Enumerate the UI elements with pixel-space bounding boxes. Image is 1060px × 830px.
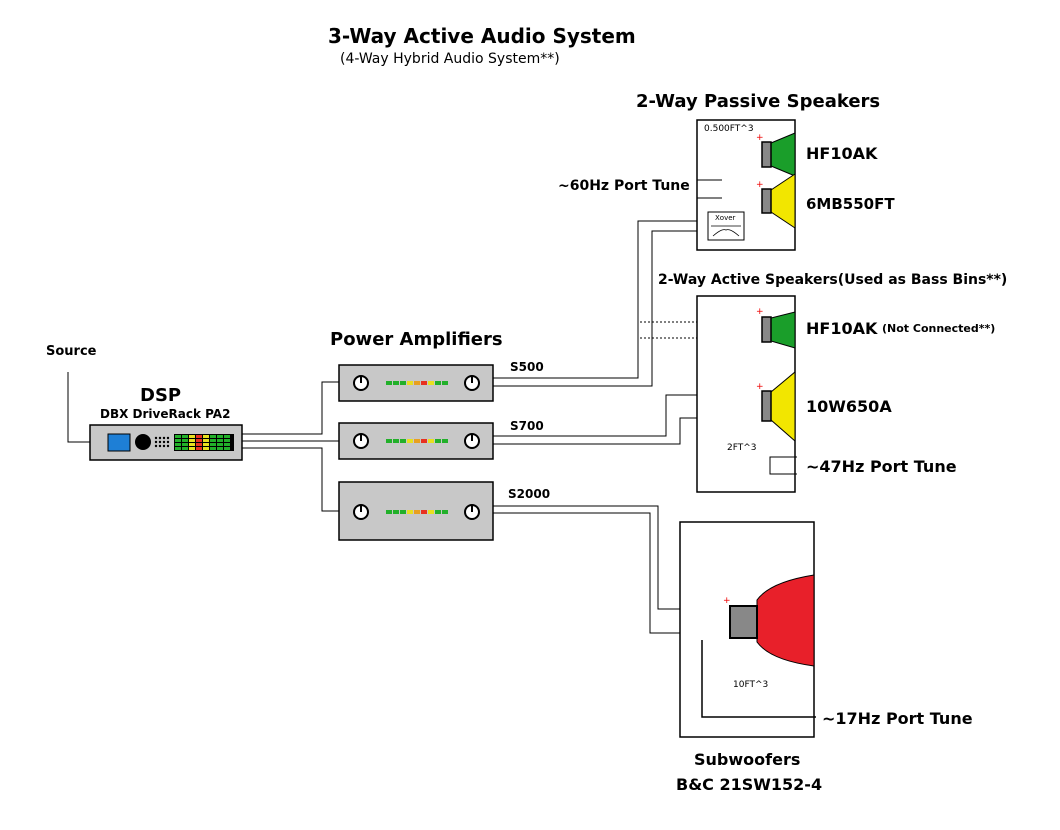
passive-lf-driver: [761, 188, 772, 214]
amp-s700: [338, 422, 494, 460]
passive-port: [696, 179, 722, 199]
amp-s2000: [338, 481, 494, 541]
active-volume-label: 2FT^3: [727, 443, 757, 453]
diagram-subtitle: (4-Way Hybrid Audio System**): [340, 51, 560, 67]
active-lf-label: 10W650A: [806, 397, 892, 416]
amp-s2000-label: S2000: [508, 487, 551, 501]
active-hf-note: (Not Connected**): [882, 322, 996, 335]
amp-s700-label: S700: [510, 419, 544, 433]
passive-hf-polarity: +: [756, 133, 764, 143]
passive-speakers-label: 2-Way Passive Speakers: [636, 91, 881, 112]
passive-speaker-cabinet: [696, 119, 796, 251]
s500-wire-b: [493, 230, 712, 387]
source-wire: [67, 372, 90, 443]
subwoofer-model-label: B&C 21SW152-4: [676, 775, 823, 794]
amp-s500-label: S500: [510, 360, 544, 374]
dsp-display: [107, 433, 131, 452]
active-port-tune-label: ~47Hz Port Tune: [806, 457, 957, 476]
s500-wire-a: [493, 220, 712, 379]
active-speaker-cabinet: [696, 295, 797, 493]
active-lf-driver: [761, 390, 772, 422]
amp-s500-meter: [386, 381, 448, 385]
subwoofers-label: Subwoofers: [694, 750, 801, 769]
sub-driver: [729, 605, 758, 639]
dsp-to-s500-wire: [242, 381, 339, 435]
dsp-to-s2000-wire: [242, 447, 339, 512]
amp-s500: [338, 364, 494, 402]
active-speakers-label: 2-Way Active Speakers(Used as Bass Bins*…: [658, 272, 1008, 288]
amp-s700-meter: [386, 439, 448, 443]
dsp-unit: [89, 424, 243, 461]
active-port: [769, 456, 797, 475]
source-label: Source: [46, 344, 97, 359]
xover-label: Xover: [715, 214, 736, 222]
active-hf-polarity: +: [756, 307, 764, 317]
passive-volume-label: 0.500FT^3: [704, 124, 754, 134]
dsp-meters: [174, 434, 234, 451]
passive-hf-label: HF10AK: [806, 144, 878, 163]
sub-cone: [756, 574, 815, 667]
active-hf-label: HF10AK: [806, 319, 878, 338]
sub-port-tune-label: ~17Hz Port Tune: [822, 709, 973, 728]
amp-s2000-meter: [386, 510, 448, 514]
passive-lf-label: 6MB550FT: [806, 195, 895, 213]
active-hf-driver: [761, 316, 772, 343]
passive-port-tune-label: ~60Hz Port Tune: [558, 178, 690, 194]
diagram-title: 3-Way Active Audio System: [328, 24, 636, 48]
active-lf-polarity: +: [756, 382, 764, 392]
subwoofer-cabinet: [679, 521, 816, 738]
sub-polarity: +: [723, 596, 731, 606]
dsp-knob: [135, 434, 151, 450]
sub-volume-label: 10FT^3: [733, 680, 769, 690]
sub-port: [701, 640, 816, 718]
passive-lf-polarity: +: [756, 180, 764, 190]
dsp-model-label: DBX DriveRack PA2: [100, 407, 231, 421]
amps-label: Power Amplifiers: [330, 329, 503, 350]
passive-hf-driver: [761, 141, 772, 168]
dsp-label: DSP: [140, 385, 182, 406]
